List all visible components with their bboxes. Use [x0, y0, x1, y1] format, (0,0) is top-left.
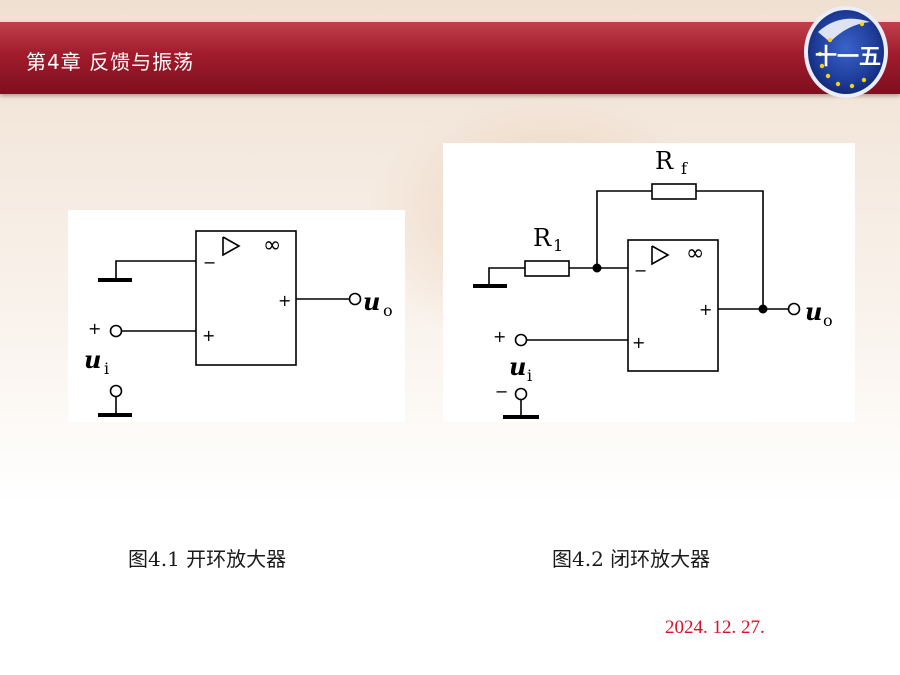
logo-stars [817, 21, 867, 89]
inverting-input-wire [115, 260, 196, 279]
junction-node [592, 263, 602, 273]
closed-loop-diagram: ∞ − + + + − R f R 1 u o u i [473, 147, 833, 419]
infinity-gain-label: ∞ [263, 233, 281, 258]
minus-sign: − [634, 261, 647, 280]
noninverting-plus-sign: + [632, 333, 645, 352]
figure1-caption: 图4.1 开环放大器 [128, 547, 287, 571]
noninverting-plus-sign: + [202, 326, 215, 345]
r1-subscript: 1 [553, 236, 563, 255]
opamp-box [195, 230, 297, 366]
output-terminal [348, 292, 362, 306]
feedback-wire-right [696, 190, 764, 309]
opamp-triangle-symbol [222, 236, 241, 257]
input-terminal-bottom [109, 384, 123, 398]
output-voltage-label: u [363, 287, 380, 316]
opamp-box [627, 239, 719, 372]
input-voltage-label: u [509, 352, 526, 381]
output-plus-sign: + [699, 300, 712, 319]
output-plus-sign: + [278, 291, 291, 310]
opamp-triangle-symbol [651, 245, 670, 266]
logo-text: 十一五 [815, 45, 881, 70]
feedback-wire-left [596, 190, 652, 268]
r1-label: R [533, 224, 552, 252]
figure-closed-loop-panel: ∞ − + + + − R f R 1 u o u i [443, 143, 855, 422]
figure-open-loop-panel: ∞ − + + + u o u i [68, 210, 405, 422]
ground-wire [488, 267, 525, 285]
figure2-caption: 图4.2 闭环放大器 [552, 547, 711, 571]
header-bar [0, 22, 900, 94]
output-voltage-subscript: o [823, 311, 833, 330]
resistor-rf [651, 183, 697, 200]
infinity-gain-label: ∞ [686, 241, 704, 266]
input-voltage-subscript: i [527, 366, 532, 385]
input-plus-sign: + [88, 319, 101, 338]
minus-sign: − [203, 253, 216, 272]
input-voltage-label: u [84, 345, 101, 374]
input-minus-sign: − [495, 382, 508, 401]
page-title: 第4章 反馈与振荡 [26, 50, 195, 74]
input-plus-sign: + [493, 327, 506, 346]
output-voltage-subscript: o [383, 301, 393, 320]
junction-node [758, 304, 768, 314]
rf-label: R [655, 147, 674, 175]
eleventh-five-year-logo: 十一五 [804, 6, 888, 98]
logo-swoosh [818, 18, 870, 42]
date-stamp: 2024. 12. 27. [665, 617, 765, 638]
open-loop-diagram: ∞ − + + + u o u i [84, 230, 393, 417]
input-terminal-bottom [514, 387, 528, 401]
input-terminal-top [109, 324, 123, 338]
rf-subscript: f [681, 159, 688, 178]
input-terminal-top [514, 333, 528, 347]
output-terminal [787, 302, 801, 316]
resistor-r1 [524, 260, 570, 277]
input-voltage-subscript: i [104, 359, 109, 378]
output-voltage-label: u [805, 297, 822, 326]
